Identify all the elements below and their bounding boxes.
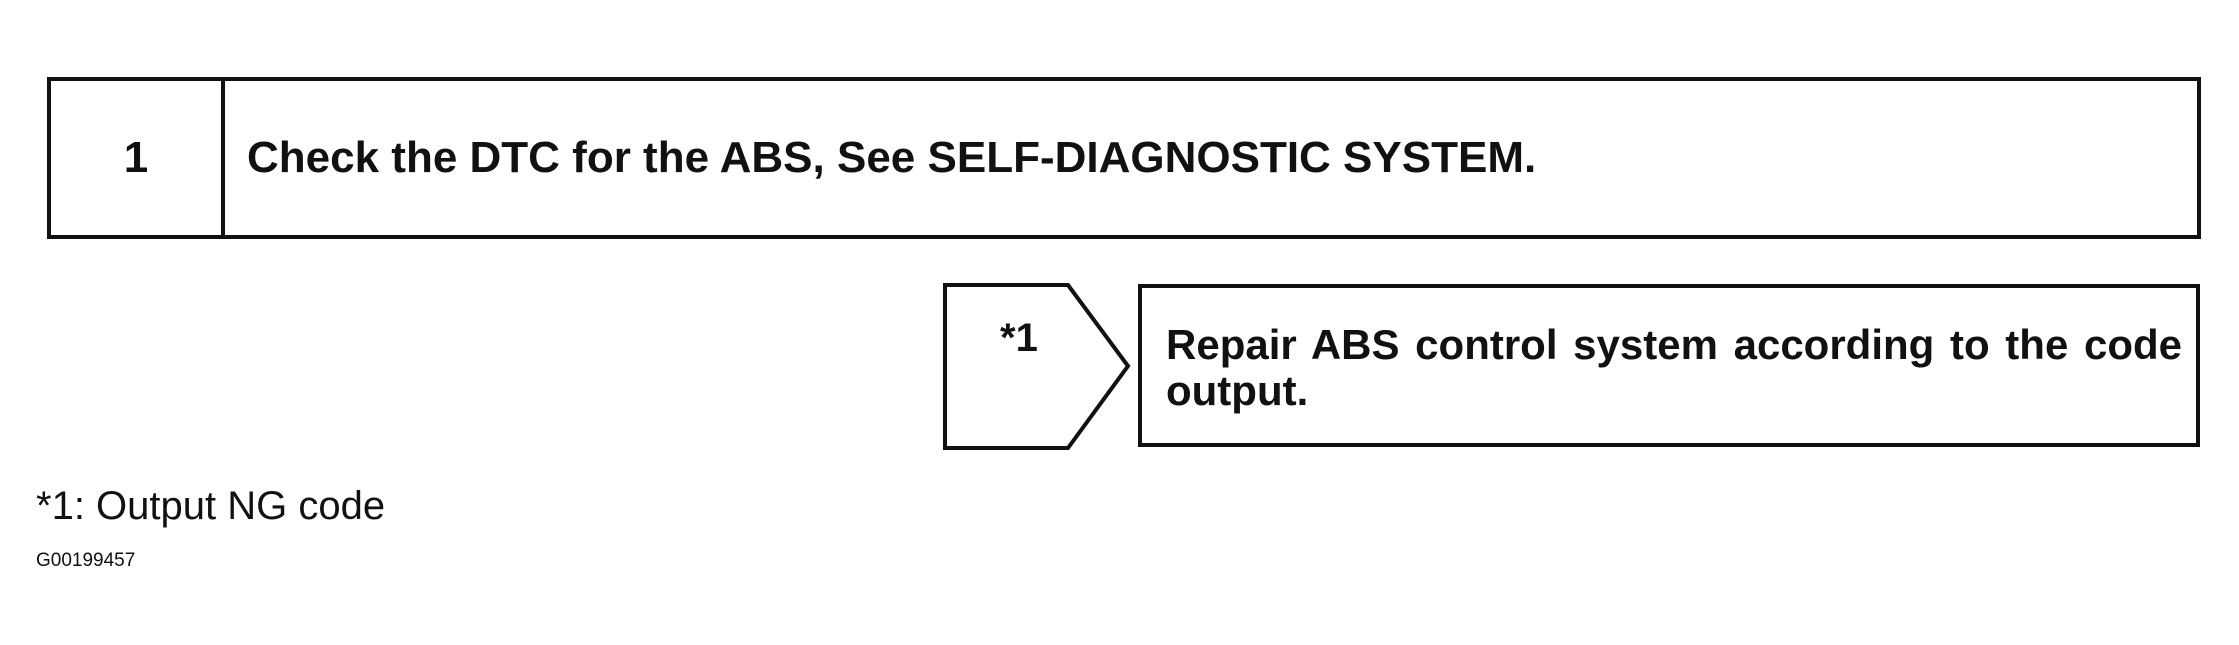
repair-result-text: Repair ABS control system according to t… — [1166, 321, 2182, 414]
step-instruction: Check the DTC for the ABS, See SELF-DIAG… — [247, 133, 1537, 182]
footnote: *1: Output NG code — [36, 484, 386, 528]
ng-branch-label: *1 — [1000, 316, 1038, 360]
ng-branch-arrow — [943, 283, 1131, 450]
figure-id: G00199457 — [36, 550, 136, 571]
step-box: 1 Check the DTC for the ABS, See SELF-DI… — [47, 77, 2201, 239]
step-number: 1 — [51, 81, 225, 235]
repair-result-box: Repair ABS control system according to t… — [1138, 284, 2200, 447]
